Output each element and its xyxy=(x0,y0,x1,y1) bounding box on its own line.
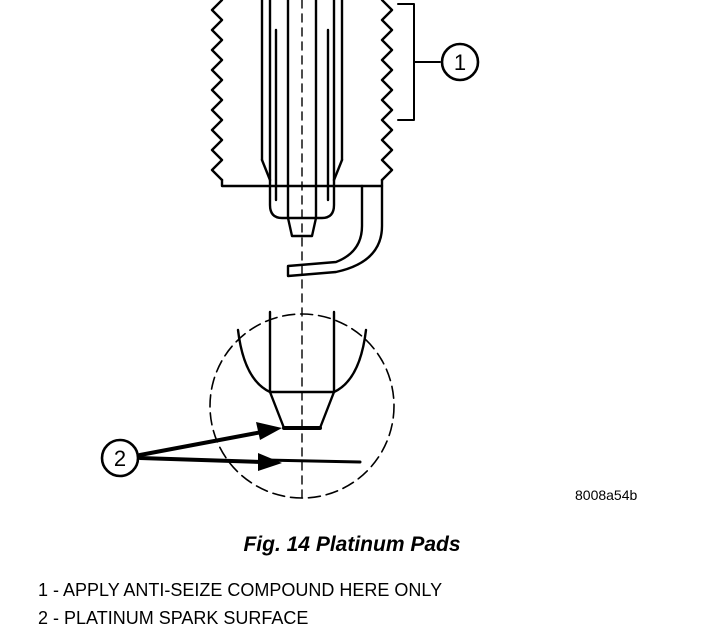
pad-ground xyxy=(262,458,362,464)
callout-1-circle xyxy=(440,42,480,82)
ground-electrode xyxy=(286,184,384,278)
detail-circle xyxy=(209,313,395,499)
figure-caption: Fig. 14 Platinum Pads xyxy=(243,533,461,556)
legend-separator: - xyxy=(48,608,65,628)
legend-separator: - xyxy=(48,580,64,600)
legend-number: 2 xyxy=(38,608,49,628)
legend-text: PLATINUM SPARK SURFACE xyxy=(64,608,309,628)
legend-item: 1 - APPLY ANTI-SEIZE COMPOUND HERE ONLY xyxy=(38,578,442,606)
center-electrode xyxy=(286,0,318,238)
shell-thread-left xyxy=(210,0,224,182)
figure-reference-code: 8008a54b xyxy=(575,487,638,503)
bracket-1 xyxy=(397,3,415,121)
arrow-2b xyxy=(258,453,282,471)
callout-2-label: 2 xyxy=(114,446,126,471)
shell-thread-right xyxy=(380,0,394,182)
spark-plug-diagram: 1 2 xyxy=(100,0,480,501)
legend-list: 1 - APPLY ANTI-SEIZE COMPOUND HERE ONLY … xyxy=(38,578,442,634)
legend-number: 1 xyxy=(38,580,49,600)
callout-1-label: 1 xyxy=(454,50,466,75)
legend-text: APPLY ANTI-SEIZE COMPOUND HERE ONLY xyxy=(63,580,443,600)
legend-item: 2 - PLATINUM SPARK SURFACE xyxy=(38,606,442,634)
arrow-2a xyxy=(256,422,282,440)
